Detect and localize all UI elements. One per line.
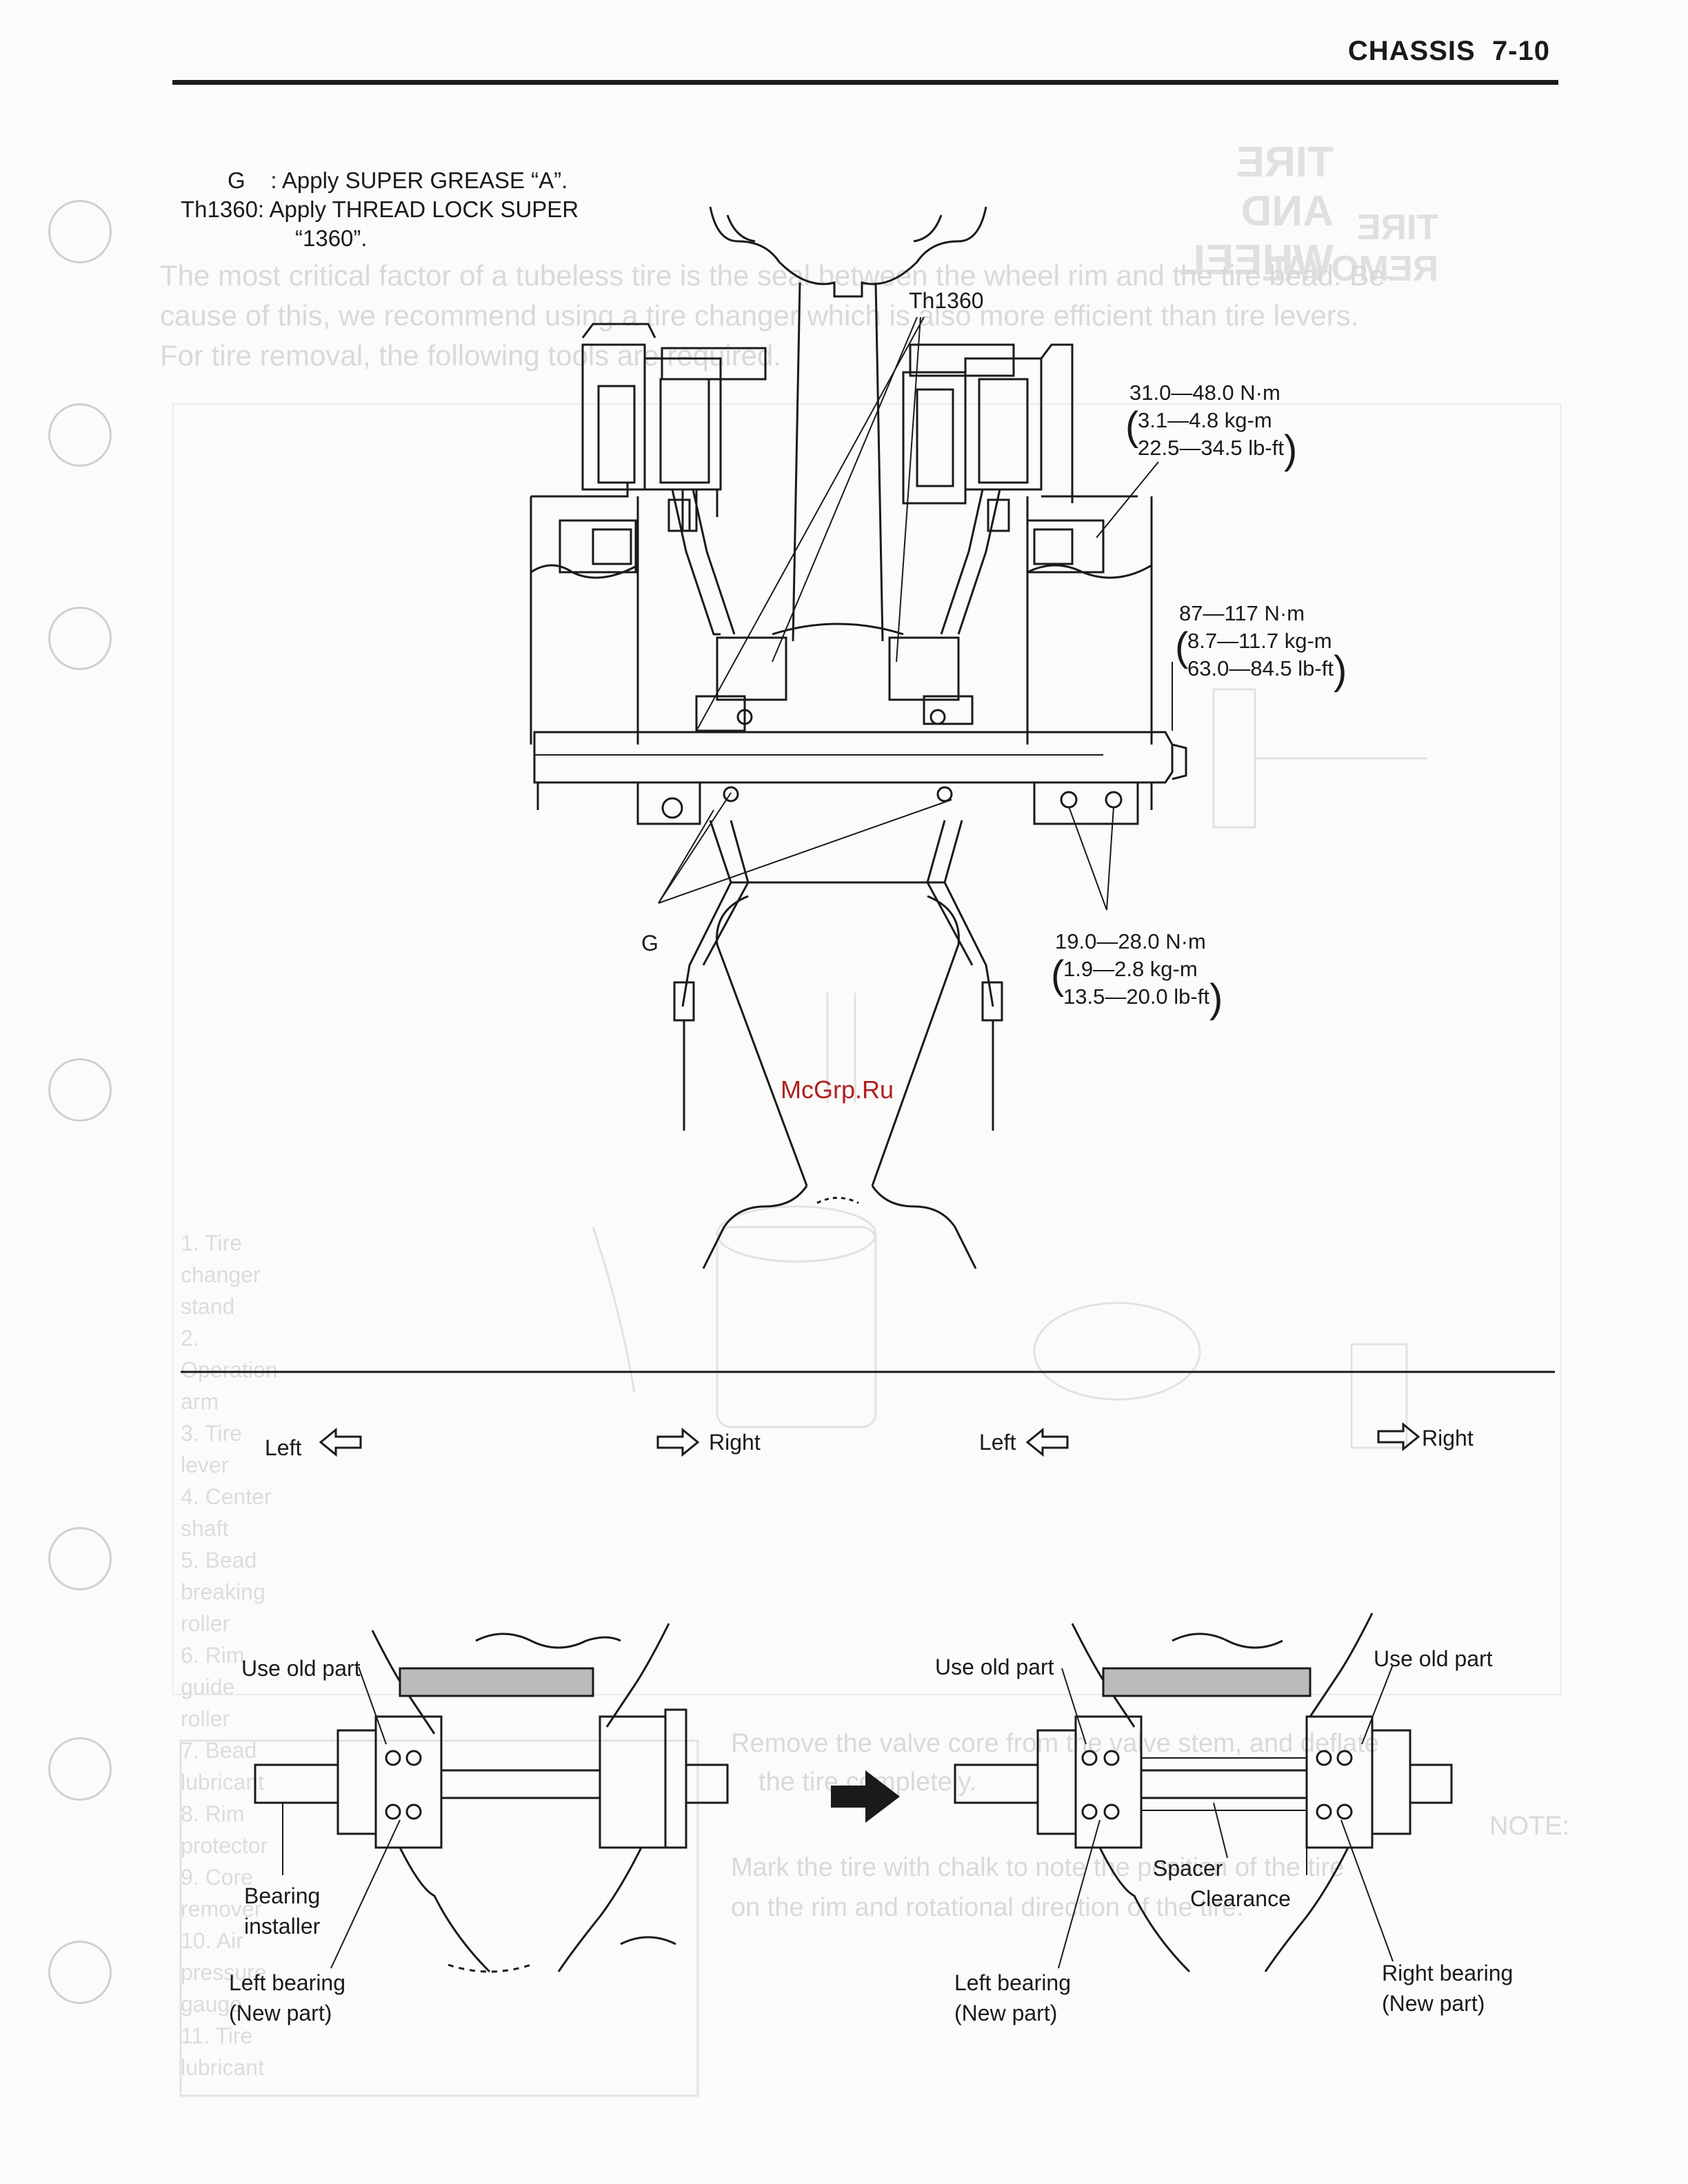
showthrough-note-text-2: on the rim and rotational direction of t… — [731, 1893, 1244, 1922]
bearing-install-right-figure — [954, 1612, 1453, 1973]
torque-kgm: (8.7—11.7 kg-m — [1175, 625, 1332, 669]
arrow-right-icon — [831, 1770, 900, 1823]
showthrough-tool-list: 1. Tire changer stand 2. Operation arm 3… — [181, 1227, 278, 2083]
leader-lines — [658, 316, 1173, 911]
binder-hole — [48, 1058, 112, 1122]
watermark: McGrp.Ru — [781, 1075, 894, 1104]
torque-kgm: (1.9—2.8 kg-m — [1051, 953, 1198, 998]
paren-open: ( — [1051, 953, 1065, 998]
legend-th-text: Apply THREAD LOCK SUPER — [269, 196, 579, 222]
binder-hole — [48, 403, 112, 467]
arrow-right-icon — [656, 1427, 700, 1457]
tool-item: 11. Tire lubricant — [181, 2023, 264, 2080]
torque-nm: 87—117 N·m — [1179, 601, 1305, 625]
right-caliper — [902, 343, 1138, 574]
paren-close: ) — [1333, 648, 1347, 693]
direction-right-label: Right — [709, 1430, 761, 1455]
lower-clamps — [536, 782, 1153, 825]
paren-open: ( — [1125, 404, 1139, 449]
use-old-part-label: Use old part — [241, 1656, 361, 1681]
direction-left-label: Left — [265, 1435, 302, 1460]
arrow-left-icon — [319, 1427, 362, 1457]
arrow-icons — [319, 1422, 1420, 1457]
legend-g-key: G — [228, 168, 245, 193]
use-old-part-label-left: Use old part — [935, 1655, 1054, 1679]
hub-right-arm — [940, 489, 1010, 635]
binder-hole — [48, 1737, 112, 1801]
hub-left-arm — [667, 489, 736, 636]
tool-item: 4. Center shaft — [181, 1484, 272, 1541]
binder-hole — [48, 200, 112, 263]
direction-left-label: Left — [979, 1430, 1016, 1455]
legend-g-text: : Apply SUPER GREASE “A”. — [270, 168, 568, 193]
right-bearing-label: Right bearing (New part) — [1382, 1961, 1514, 2016]
torque-callout-caliper: 31.0—48.0 N·m (3.1—4.8 kg-m 22.5—34.5 lb… — [1125, 379, 1298, 472]
legend-g: G : Apply SUPER GREASE “A”. — [228, 165, 567, 196]
binder-hole — [48, 1527, 112, 1590]
hub-bearings — [661, 709, 1123, 819]
th1360-callout: Th1360 — [909, 288, 984, 313]
showthrough-para-2: cause of this, we recommend using a tire… — [160, 299, 1359, 332]
paren-open: ( — [1175, 625, 1189, 669]
tool-item: 6. Rim guide roller — [181, 1643, 245, 1731]
right-figure-leaders — [1058, 1664, 1394, 1969]
legend-th: Th1360: Apply THREAD LOCK SUPER — [181, 194, 579, 225]
tool-item: 7. Bead lubricant — [181, 1738, 264, 1794]
tool-item: 1. Tire changer stand — [181, 1231, 261, 1319]
page-header: CHASSIS 7-10 — [1348, 36, 1550, 67]
use-old-part-label-right: Use old part — [1374, 1646, 1493, 1671]
tool-item: 3. Tire lever — [181, 1421, 242, 1477]
torque-lbft: 63.0—84.5 lb-ft) — [1187, 648, 1347, 693]
arrow-left-icon — [1025, 1427, 1069, 1457]
header-rule — [172, 80, 1558, 85]
legend-th-text-2: “1360”. — [295, 225, 368, 251]
rim-top — [709, 206, 987, 298]
bearing-installer-label: Bearing installer — [244, 1883, 321, 1939]
showthrough-para-3: For tire removal, the following tools ar… — [160, 339, 782, 372]
left-caliper — [531, 323, 767, 574]
lower-spokes — [673, 820, 1003, 1269]
left-figure-leaders — [282, 1666, 401, 1969]
left-bearing-label: Left bearing (New part) — [954, 1970, 1072, 2025]
arrow-right-icon — [1377, 1422, 1420, 1452]
front-axle — [533, 731, 1187, 784]
binder-hole — [48, 1941, 112, 2004]
torque-lbft: 13.5—20.0 lb-ft) — [1063, 976, 1223, 1021]
showthrough-figure-box — [172, 403, 1561, 1695]
showthrough-note-bullet: Remove the valve core from the valve ste… — [731, 1729, 1379, 1758]
torque-lbft: 22.5—34.5 lb-ft) — [1138, 427, 1298, 472]
spokes — [792, 282, 884, 642]
showthrough-note-text: Mark the tire with chalk to note the pos… — [731, 1853, 1345, 1882]
torque-callout-axle: 87—117 N·m (8.7—11.7 kg-m 63.0—84.5 lb-f… — [1175, 600, 1347, 693]
spacer-label: Spacer — [1153, 1856, 1223, 1881]
bearing-install-left-figure — [179, 1623, 729, 2097]
g-callout: G — [641, 931, 659, 956]
tool-item: 9. Core remover — [181, 1865, 262, 1921]
binder-hole — [48, 607, 112, 670]
torque-nm: 19.0—28.0 N·m — [1055, 929, 1206, 953]
tool-item: 10. Air pressure gauge — [181, 1928, 267, 2016]
torque-nm: 31.0—48.0 N·m — [1129, 381, 1280, 405]
torque-kgm: (3.1—4.8 kg-m — [1125, 404, 1272, 449]
torque-callout-pinch: 19.0—28.0 N·m (1.9—2.8 kg-m 13.5—20.0 lb… — [1051, 928, 1223, 1021]
tool-item: 5. Bead breaking roller — [181, 1548, 265, 1636]
direction-right-label: Right — [1422, 1426, 1474, 1450]
legend-th-key: Th1360: — [181, 196, 265, 222]
hub-body — [695, 623, 974, 732]
section-title: CHASSIS — [1347, 36, 1476, 66]
paren-close: ) — [1209, 976, 1223, 1021]
paren-close: ) — [1283, 427, 1298, 472]
tool-item: 2. Operation arm — [181, 1326, 278, 1414]
showthrough-note-label: NOTE: — [1489, 1812, 1570, 1841]
fork-legs — [530, 496, 1153, 745]
tool-item: 8. Rim protector — [181, 1801, 268, 1858]
left-bearing-label: Left bearing (New part) — [229, 1970, 346, 2025]
clearance-label: Clearance — [1190, 1886, 1291, 1911]
showthrough-sketch — [592, 688, 1427, 1449]
showthrough-para-1: The most critical factor of a tubeless t… — [160, 259, 1395, 292]
page-number: 7-10 — [1491, 36, 1550, 66]
